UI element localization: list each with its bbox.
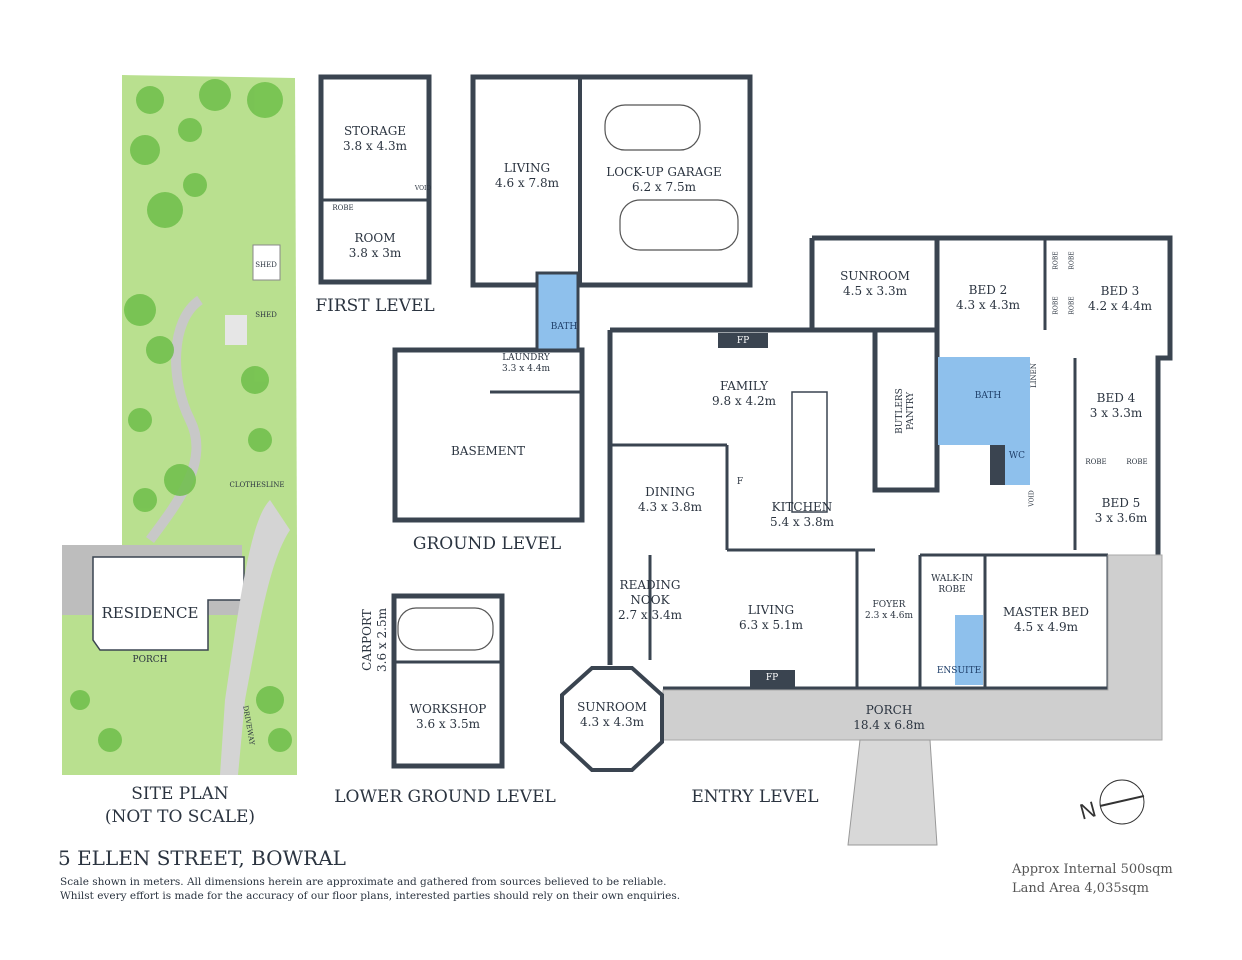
- linen-label: LINEN: [1029, 363, 1038, 388]
- svg-text:N: N: [1077, 796, 1099, 824]
- robe-label: ROBE: [332, 204, 354, 212]
- shed-2: [225, 315, 247, 345]
- first-level-title: FIRST LEVEL: [315, 296, 435, 316]
- walls: [318, 74, 1173, 769]
- shed-label-2: SHED: [255, 311, 277, 319]
- garden-path: [145, 295, 204, 543]
- fireplace-living: [750, 670, 795, 688]
- land-area: Land Area 4,035sqm: [1012, 881, 1149, 896]
- lower-ground-level-title: LOWER GROUND LEVEL: [334, 787, 556, 807]
- residence-footprint: [92, 556, 245, 651]
- room-wc: WC: [1008, 451, 1026, 461]
- void-label: VOID: [414, 185, 432, 192]
- room-basement: BASEMENT: [450, 444, 526, 458]
- wall-block: [990, 445, 1005, 485]
- ensuite-floor: [955, 615, 983, 685]
- shed-label: SHED: [255, 261, 277, 269]
- site-plan-title: SITE PLAN(NOT TO SCALE): [104, 784, 256, 827]
- wc-floor: [1005, 420, 1030, 485]
- site-plan: [62, 75, 297, 775]
- disclaimer-line: Scale shown in meters. All dimensions he…: [60, 876, 667, 888]
- room-bath-entry: BATH: [974, 391, 1002, 401]
- property-address: 5 ELLEN STREET, BOWRAL: [58, 846, 346, 870]
- robe-label: ROBE: [1068, 251, 1076, 270]
- fireplace-label: FP: [765, 673, 779, 683]
- car-icons: [397, 104, 739, 651]
- residence-label: RESIDENCE: [101, 604, 199, 622]
- front-stairs: [847, 739, 938, 846]
- internal-area: Approx Internal 500sqm: [1012, 862, 1173, 877]
- fridge-label: F: [736, 477, 744, 487]
- robe-label: ROBE: [1126, 458, 1148, 466]
- room-bath-ground: BATH: [550, 322, 578, 332]
- sunroom-octagon: [560, 666, 664, 772]
- disclaimer: Scale shown in meters. All dimensions he…: [60, 875, 680, 903]
- disclaimer-line: Whilst every effort is made for the accu…: [60, 890, 681, 902]
- robe-label: ROBE: [1052, 296, 1060, 315]
- fireplace-label: FP: [736, 336, 750, 346]
- void-label: VOID: [1028, 490, 1036, 507]
- trees: [70, 79, 292, 752]
- robe-label: ROBE: [1052, 251, 1060, 270]
- clothesline-label: CLOTHESLINE: [229, 481, 285, 489]
- kitchen-island: [791, 391, 828, 513]
- area-summary: Approx Internal 500sqm Land Area 4,035sq…: [1012, 860, 1173, 898]
- compass-icon: N: [1077, 779, 1145, 825]
- ground-level-title: GROUND LEVEL: [412, 534, 562, 554]
- room-ensuite: ENSUITE: [936, 666, 982, 676]
- shed: [252, 244, 281, 281]
- fireplace-family: [718, 333, 768, 348]
- robe-label: ROBE: [1085, 458, 1107, 466]
- driveway: [220, 500, 290, 775]
- site-porch-label: PORCH: [132, 655, 168, 665]
- robe-label: ROBE: [1068, 296, 1076, 315]
- entry-level-title: ENTRY LEVEL: [691, 787, 819, 807]
